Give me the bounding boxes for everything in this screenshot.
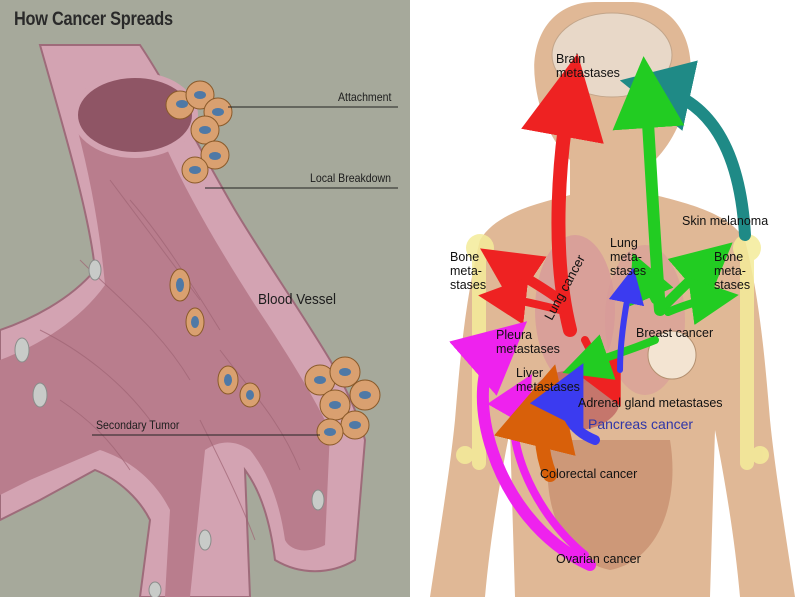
pancreas-to-lung-arrow (608, 267, 645, 373)
adrenal-gland-metastases-label: Adrenal gland metastases (578, 396, 723, 410)
colorectal-to-liver-arrow (494, 364, 576, 482)
pleura-metastases-label: Pleura metastases (496, 328, 560, 356)
pancreas-cancer-label: Pancreas cancer (588, 416, 694, 432)
metastasis-arrows (449, 53, 751, 571)
lung-metastases-label: Lung meta- stases (610, 236, 647, 278)
illustration-title: How Cancer Spreads (14, 9, 173, 30)
liver-metastases-label: Liver metastases (516, 366, 580, 394)
attachment-label: Attachment (338, 90, 392, 104)
ovarian-cancer-label: Ovarian cancer (556, 552, 641, 566)
breast-tumor (647, 330, 697, 380)
bone-metastases-left-label: Bone meta- stases (450, 250, 487, 292)
cancer-spread-illustration: How Cancer Spreads Attachment Local Brea… (0, 0, 410, 597)
brain-metastases-label: Brain metastases (556, 52, 620, 80)
body-drawing (430, 2, 795, 597)
migrating-cells (169, 268, 261, 408)
breast-to-bone-arrow-2 (664, 277, 739, 325)
metastasis-body-diagram: Brain metastases Skin melanoma Bone meta… (410, 0, 800, 597)
local-breakdown-label: Local Breakdown (310, 171, 392, 185)
breast-cancer-label: Breast cancer (636, 326, 714, 340)
blood-vessel-label: Blood Vessel (258, 291, 337, 308)
blood-cells (14, 259, 325, 597)
vessel-lumen (0, 120, 330, 597)
vessel-opening (72, 72, 198, 158)
colorectal-cancer-label: Colorectal cancer (540, 467, 638, 481)
ovarian-to-pleura-arrow (449, 321, 596, 571)
blood-vessel-drawing (0, 0, 410, 597)
intestines (547, 440, 673, 570)
secondary-tumor-cluster (304, 356, 381, 446)
lung-to-bone-arrow-2 (478, 276, 564, 325)
vessel-texture (39, 179, 301, 541)
attachment-tumor-cluster (165, 80, 233, 184)
secondary-tumor-label: Secondary Tumor (96, 418, 180, 432)
bone-metastases-right-label: Bone meta- stases (714, 250, 751, 292)
lung-to-bone-arrow (480, 248, 565, 307)
leader-lines (92, 106, 398, 436)
pancreas-to-liver-arrow (529, 363, 600, 445)
skin-melanoma-label: Skin melanoma (682, 214, 769, 228)
